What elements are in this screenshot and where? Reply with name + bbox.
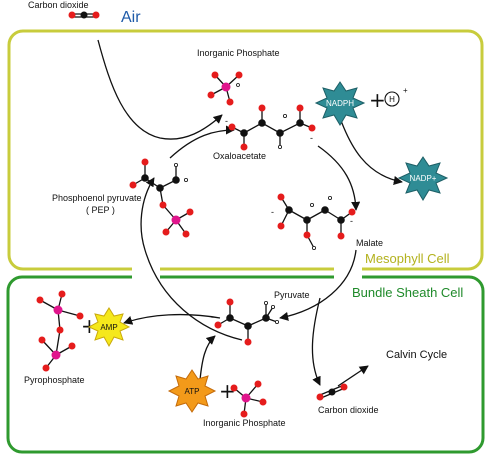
co2-molecule-top	[68, 11, 100, 19]
svg-text:H: H	[389, 95, 395, 104]
malate-minus-right: -	[350, 216, 353, 226]
malate-label: Malate	[356, 238, 383, 248]
amp-arrow	[123, 313, 221, 325]
pyruvate-label: Pyruvate	[274, 290, 310, 300]
nadph-arrow	[339, 117, 403, 185]
pyruvate-minus: -	[211, 312, 214, 322]
pep-label-line1: Phosphoenol pyruvate	[52, 193, 142, 203]
phosphate-top	[207, 71, 243, 106]
svg-text:+: +	[403, 86, 408, 95]
co2-bottom-label: Carbon dioxide	[318, 405, 379, 415]
membrane-gap-left	[132, 265, 160, 281]
oxaloacetate-minus-left: -	[225, 116, 228, 126]
cycle-arc-mal-down	[279, 249, 357, 321]
malate-minus-left: -	[271, 207, 274, 217]
plus-sign-amp: +	[81, 314, 98, 338]
mesophyll-cell-boundary	[7, 29, 484, 271]
cycle-arc-bottom	[140, 177, 243, 341]
nadph-starburst-icon: NADPH	[314, 81, 366, 126]
bundle-sheath-cell-boundary	[6, 275, 485, 454]
plus-sign-nadph: +	[369, 88, 386, 112]
cycle-arc-top	[169, 125, 235, 159]
pyruvate-molecule	[214, 298, 279, 346]
mesophyll-label: Mesophyll Cell	[365, 251, 450, 266]
oxaloacetate-minus-right: -	[310, 133, 313, 143]
nadp-starburst-icon: NADP+	[397, 156, 449, 201]
proton-circle-icon: H +	[384, 86, 408, 107]
atp-arrow	[199, 335, 216, 381]
calvin-cycle-label: Calvin Cycle	[386, 349, 447, 361]
co2-release-arrow	[311, 297, 321, 386]
phosphate-top-label: Inorganic Phosphate	[197, 48, 280, 58]
membrane-gap-right	[334, 265, 362, 281]
calvin-arrow	[337, 365, 369, 387]
co2-entry-arrow	[97, 39, 223, 140]
svg-text:NADP+: NADP+	[410, 174, 437, 183]
pyrophosphate-label: Pyrophosphate	[24, 375, 85, 385]
pyrophosphate-molecule	[36, 290, 84, 372]
oxaloacetate-label: Oxaloacetate	[213, 151, 266, 161]
air-label: Air	[121, 9, 141, 26]
cycle-arc-right	[317, 145, 361, 211]
malate-molecule	[277, 193, 356, 250]
pep-label-line2: ( PEP )	[86, 205, 115, 215]
bundle-sheath-label: Bundle Sheath Cell	[352, 285, 463, 300]
phosphate-bottom	[230, 380, 267, 418]
atp-starburst-icon: ATP	[167, 369, 217, 413]
co2-molecule-bottom	[316, 383, 348, 401]
svg-text:AMP: AMP	[100, 323, 117, 332]
phosphate-bottom-label: Inorganic Phosphate	[203, 418, 286, 428]
co2-top-label: Carbon dioxide	[28, 0, 89, 10]
plus-sign-atp: +	[219, 379, 236, 403]
svg-text:ATP: ATP	[185, 387, 200, 396]
oxaloacetate-molecule	[228, 104, 316, 151]
svg-text:NADPH: NADPH	[326, 99, 354, 108]
amp-starburst-icon: AMP	[87, 307, 131, 348]
pep-molecule	[129, 158, 194, 238]
